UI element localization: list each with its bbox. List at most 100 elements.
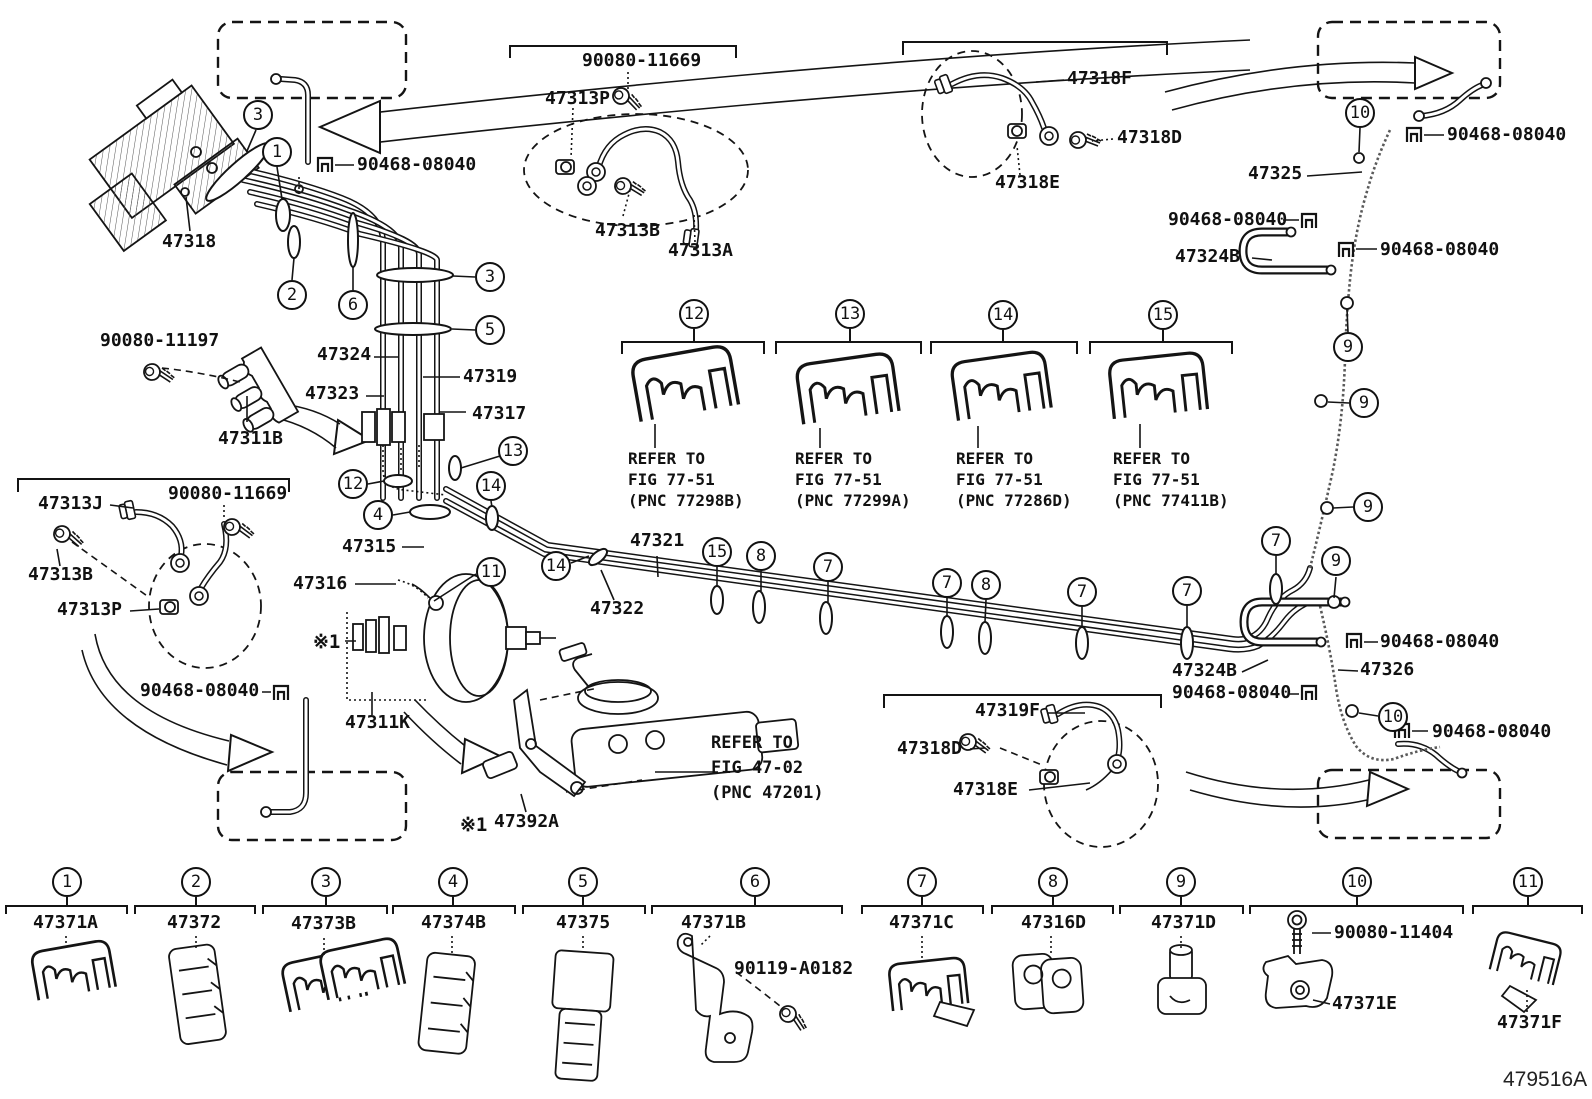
label-47315[interactable]: 47315 <box>342 536 397 557</box>
callout-2[interactable]: 2 <box>277 280 307 310</box>
callout-8b[interactable]: 8 <box>971 570 1001 600</box>
label-47318e-bottom[interactable]: 47318E <box>953 779 1019 800</box>
label-47316[interactable]: 47316 <box>293 573 348 594</box>
label-47324[interactable]: 47324 <box>317 344 372 365</box>
label-47318d-bottom[interactable]: 47318D <box>897 738 963 759</box>
label-90468-08040-1[interactable]: 90468-08040 <box>357 154 477 175</box>
callout-9c[interactable]: 9 <box>1353 492 1383 522</box>
legend-part-47371c[interactable]: 47371C <box>889 912 955 933</box>
callout-3b[interactable]: 3 <box>475 262 505 292</box>
legend-part-47371e[interactable]: 47371E <box>1332 993 1398 1014</box>
label-47321[interactable]: 47321 <box>630 530 685 551</box>
legend-callout-3[interactable]: 3 <box>311 867 341 897</box>
label-90468-08040-5[interactable]: 90468-08040 <box>140 680 260 701</box>
grommet-sketches <box>294 177 447 701</box>
label-47313b-left[interactable]: 47313B <box>28 564 94 585</box>
legend-hardware-90119-a0182[interactable]: 90119-A0182 <box>734 958 854 979</box>
clip14-line1: REFER TO <box>956 449 1034 468</box>
callout-4[interactable]: 4 <box>363 500 393 530</box>
label-47392a[interactable]: 47392A <box>494 811 560 832</box>
label-47313p-left[interactable]: 47313P <box>57 599 123 620</box>
legend-callout-10[interactable]: 10 <box>1342 867 1372 897</box>
label-47313j[interactable]: 47313J <box>38 493 104 514</box>
label-47313p-top[interactable]: 47313P <box>545 88 611 109</box>
clip-ref-callout-12[interactable]: 12 <box>679 299 709 329</box>
callout-1[interactable]: 1 <box>262 137 292 167</box>
legend-callout-1[interactable]: 1 <box>52 867 82 897</box>
legend-part-47371d[interactable]: 47371D <box>1151 912 1217 933</box>
label-47324b-bottom[interactable]: 47324B <box>1172 660 1238 681</box>
label-47313a[interactable]: 47313A <box>668 240 734 261</box>
callout-15[interactable]: 15 <box>702 537 732 567</box>
callout-7b[interactable]: 7 <box>932 568 962 598</box>
label-47317[interactable]: 47317 <box>472 403 527 424</box>
legend-callout-4[interactable]: 4 <box>438 867 468 897</box>
label-47323[interactable]: 47323 <box>305 383 360 404</box>
label-90468-08040-8[interactable]: 90468-08040 <box>1432 721 1552 742</box>
callout-11[interactable]: 11 <box>476 557 506 587</box>
legend-callout-11[interactable]: 11 <box>1513 867 1543 897</box>
legend-callout-7[interactable]: 7 <box>907 867 937 897</box>
label-90468-08040-4[interactable]: 90468-08040 <box>1380 239 1500 260</box>
clip15-pnc: (PNC 77411B) <box>1113 491 1229 510</box>
clip-ref-note-14: REFER TO FIG 77-51 (PNC 77286D) <box>956 448 1072 511</box>
legend-callout-8[interactable]: 8 <box>1038 867 1068 897</box>
callout-3[interactable]: 3 <box>243 100 273 130</box>
label-47319[interactable]: 47319 <box>463 366 518 387</box>
label-47313b-top[interactable]: 47313B <box>595 220 661 241</box>
legend-part-47374b[interactable]: 47374B <box>421 912 487 933</box>
clip12-pnc: (PNC 77298B) <box>628 491 744 510</box>
callout-9d[interactable]: 9 <box>1321 546 1351 576</box>
callout-9b[interactable]: 9 <box>1349 388 1379 418</box>
legend-part-47375[interactable]: 47375 <box>556 912 611 933</box>
hose-47313a-sketch <box>555 84 701 249</box>
callout-6[interactable]: 6 <box>338 290 368 320</box>
label-47318d-top[interactable]: 47318D <box>1117 127 1183 148</box>
callout-14b[interactable]: 14 <box>541 551 571 581</box>
label-star1-grommet: ※1 <box>313 631 341 653</box>
label-47325[interactable]: 47325 <box>1248 163 1303 184</box>
callout-10a[interactable]: 10 <box>1345 98 1375 128</box>
label-90080-11669-top[interactable]: 90080-11669 <box>582 50 702 71</box>
legend-callout-6[interactable]: 6 <box>740 867 770 897</box>
legend-part-47372[interactable]: 47372 <box>167 912 222 933</box>
label-47311k[interactable]: 47311K <box>345 712 411 733</box>
legend-callout-5[interactable]: 5 <box>568 867 598 897</box>
label-90468-08040-2[interactable]: 90468-08040 <box>1447 124 1567 145</box>
label-47318[interactable]: 47318 <box>162 231 217 252</box>
label-47326[interactable]: 47326 <box>1360 659 1415 680</box>
callout-12[interactable]: 12 <box>338 469 368 499</box>
legend-part-47316d[interactable]: 47316D <box>1021 912 1087 933</box>
callout-10b[interactable]: 10 <box>1378 702 1408 732</box>
clip-ref-callout-14[interactable]: 14 <box>988 300 1018 330</box>
clip-ref-callout-13[interactable]: 13 <box>835 299 865 329</box>
legend-callout-9[interactable]: 9 <box>1166 867 1196 897</box>
label-90080-11197[interactable]: 90080-11197 <box>100 330 220 351</box>
legend-callout-2[interactable]: 2 <box>181 867 211 897</box>
legend-part-47373b[interactable]: 47373B <box>291 913 357 934</box>
callout-8[interactable]: 8 <box>746 541 776 571</box>
label-47319f[interactable]: 47319F <box>975 700 1041 721</box>
label-47324b-top[interactable]: 47324B <box>1175 246 1241 267</box>
callout-7d[interactable]: 7 <box>1172 576 1202 606</box>
legend-part-47371a[interactable]: 47371A <box>33 912 99 933</box>
label-47311b[interactable]: 47311B <box>218 428 284 449</box>
label-47322[interactable]: 47322 <box>590 598 645 619</box>
label-90468-08040-6[interactable]: 90468-08040 <box>1380 631 1500 652</box>
callout-7a[interactable]: 7 <box>813 552 843 582</box>
callout-13[interactable]: 13 <box>498 436 528 466</box>
callout-9a[interactable]: 9 <box>1333 332 1363 362</box>
legend-part-47371f[interactable]: 47371F <box>1497 1012 1563 1033</box>
label-90468-08040-3[interactable]: 90468-08040 <box>1168 209 1288 230</box>
callout-5[interactable]: 5 <box>475 315 505 345</box>
callout-7c[interactable]: 7 <box>1067 577 1097 607</box>
clip-ref-callout-15[interactable]: 15 <box>1148 300 1178 330</box>
label-47318f[interactable]: 47318F <box>1067 68 1133 89</box>
label-90468-08040-7[interactable]: 90468-08040 <box>1172 682 1292 703</box>
callout-7e[interactable]: 7 <box>1261 526 1291 556</box>
callout-14[interactable]: 14 <box>476 471 506 501</box>
legend-hardware-90080-11404[interactable]: 90080-11404 <box>1334 922 1454 943</box>
label-47318e-top[interactable]: 47318E <box>995 172 1061 193</box>
legend-part-47371b[interactable]: 47371B <box>681 912 747 933</box>
label-90080-11669-left[interactable]: 90080-11669 <box>168 483 288 504</box>
